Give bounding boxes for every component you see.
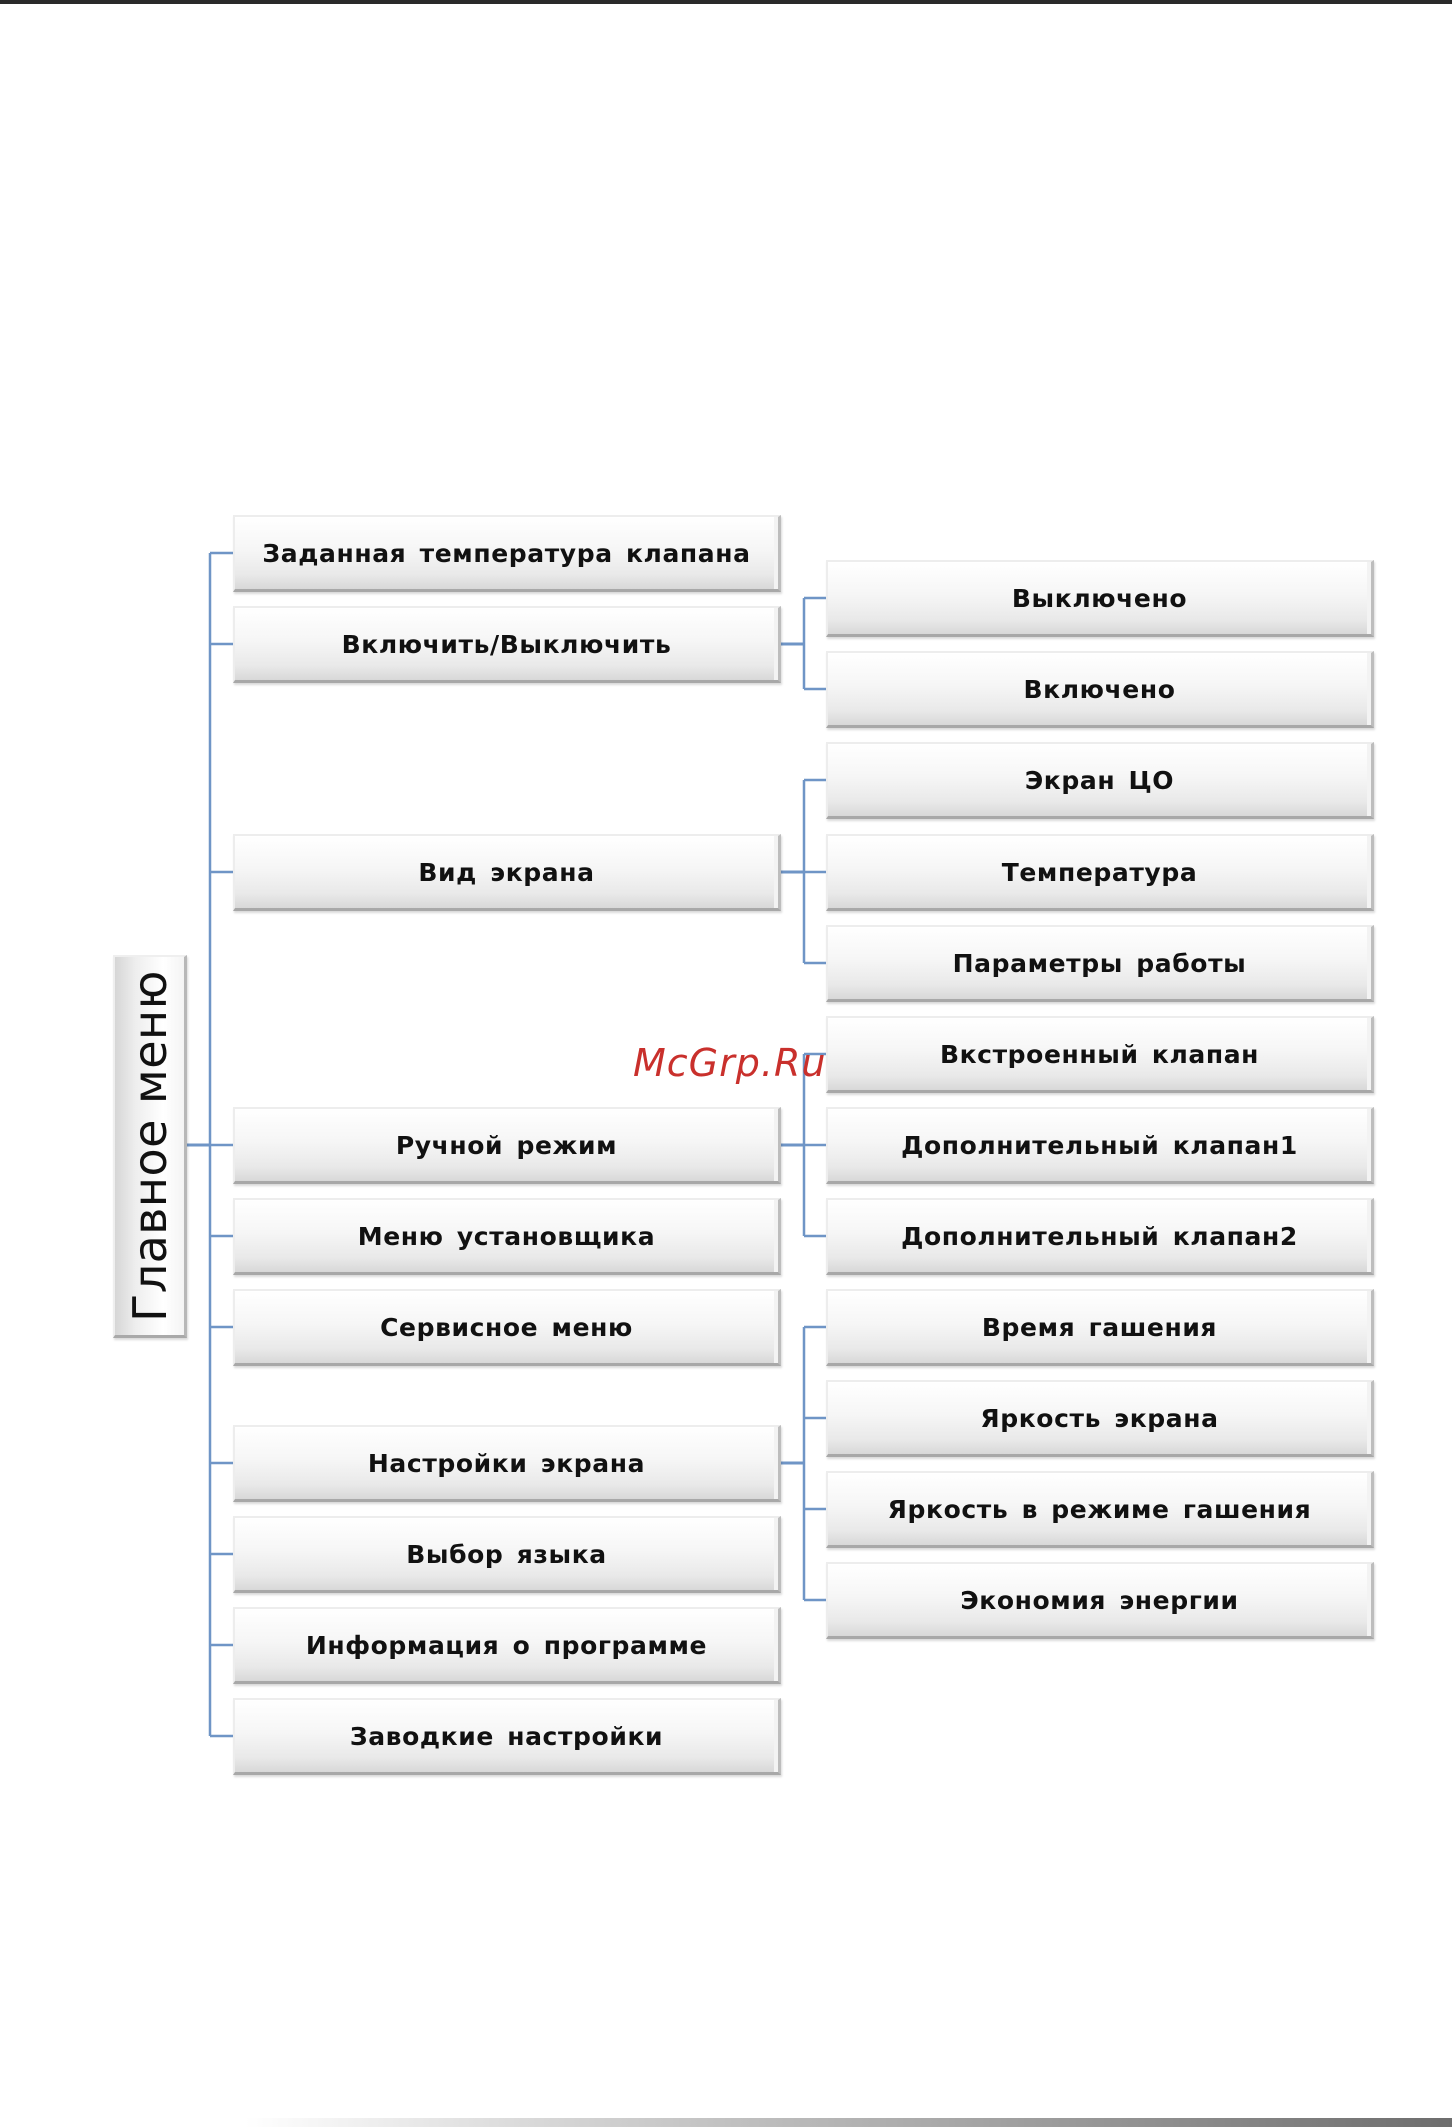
node-temperatura[interactable]: Температура — [826, 834, 1374, 911]
node-dopolnitelny-klapan1[interactable]: Дополнительный клапан1 — [826, 1107, 1374, 1184]
node-parametry-raboty[interactable]: Параметры работы — [826, 925, 1374, 1002]
node-informatsiya-o-programme[interactable]: Информация о программе — [233, 1607, 781, 1684]
node-vstroenny-klapan[interactable]: Вкстроенный клапан — [826, 1016, 1374, 1093]
node-ruchnoy-rezhim[interactable]: Ручной режим — [233, 1107, 781, 1184]
node-nastroyki-ekrana[interactable]: Настройки экрана — [233, 1425, 781, 1502]
node-vyklyucheno[interactable]: Выключено — [826, 560, 1374, 637]
node-yarkost-v-rezhime-gasheniya[interactable]: Яркость в режиме гашения — [826, 1471, 1374, 1548]
node-vremya-gasheniya[interactable]: Время гашения — [826, 1289, 1374, 1366]
root-node-label: Главное меню — [122, 970, 177, 1322]
node-vklyuchit-vyklyuchit[interactable]: Включить/Выключить — [233, 606, 781, 683]
top-rule — [0, 0, 1452, 4]
node-dopolnitelny-klapan2[interactable]: Дополнительный клапан2 — [826, 1198, 1374, 1275]
watermark: McGrp.Ru — [633, 1041, 827, 1085]
node-vklyucheno[interactable]: Включено — [826, 651, 1374, 728]
bottom-gradient-bar — [245, 2118, 1452, 2127]
node-vybor-yazyka[interactable]: Выбор языка — [233, 1516, 781, 1593]
node-ekonomiya-energii[interactable]: Экономия энергии — [826, 1562, 1374, 1639]
node-vid-ekrana[interactable]: Вид экрана — [233, 834, 781, 911]
node-menyu-ustanovshchika[interactable]: Меню установщика — [233, 1198, 781, 1275]
node-zavodskie-nastroyki[interactable]: Заводкие настройки — [233, 1698, 781, 1775]
node-servisnoe-menyu[interactable]: Сервисное меню — [233, 1289, 781, 1366]
root-node[interactable]: Главное меню — [113, 955, 187, 1338]
node-zadannaya-temperatura[interactable]: Заданная температура клапана — [233, 515, 781, 592]
node-ekran-co[interactable]: Экран ЦО — [826, 742, 1374, 819]
node-yarkost-ekrana[interactable]: Яркость экрана — [826, 1380, 1374, 1457]
